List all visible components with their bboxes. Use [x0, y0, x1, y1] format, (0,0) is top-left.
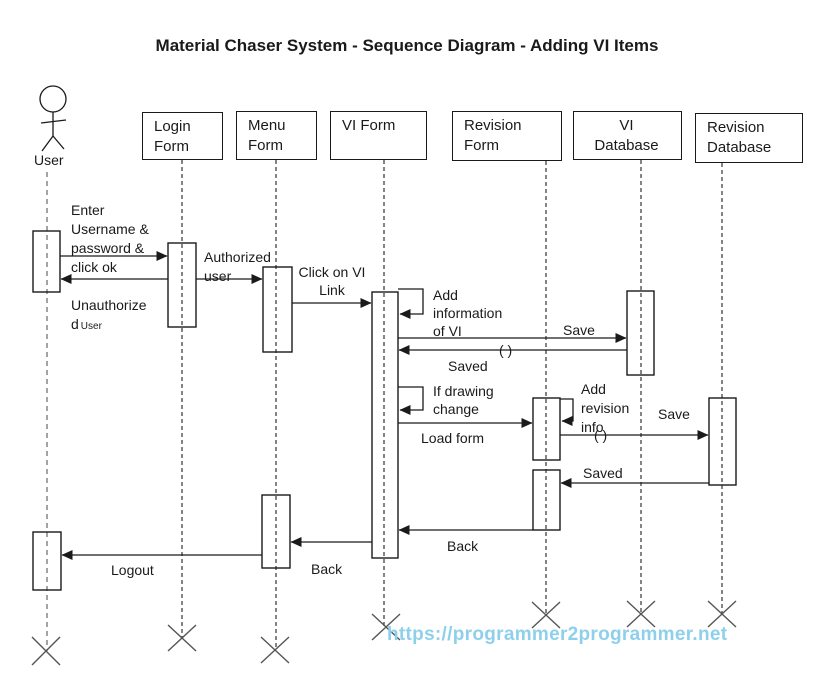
message-save-vi: Save — [563, 322, 595, 338]
message-saved-vi: Saved — [448, 358, 488, 374]
self-message-add-information — [398, 288, 424, 319]
activation-vi-form — [371, 291, 399, 559]
message-back-to-menu: Back — [311, 561, 343, 577]
destroy-x-revision-database — [707, 600, 737, 628]
activation-revision-form-2 — [532, 469, 561, 531]
activation-user-1 — [32, 230, 61, 293]
self-message-if-drawing-change — [398, 386, 424, 415]
diagram-title: Material Chaser System - Sequence Diagra… — [155, 36, 659, 55]
activation-menu-form-2 — [261, 494, 291, 569]
participant-revision-database: Revision Database — [695, 113, 803, 163]
self-message-add-revision-info — [560, 398, 574, 426]
watermark-url: https://programmer2programmer.net — [387, 624, 728, 645]
message-back-to-vi: Back — [447, 538, 479, 554]
destroy-x-login-form — [167, 624, 197, 652]
message-if-drawing-change: If drawing change — [433, 383, 494, 417]
actor-user-figure — [39, 85, 67, 152]
activation-login-form — [167, 242, 197, 328]
message-load-form: Load form — [421, 430, 485, 446]
activation-vi-database — [626, 290, 655, 376]
participant-login-form: Login Form — [142, 112, 223, 160]
activation-revision-form-1 — [532, 397, 561, 461]
message-parens-vi: ( ) — [499, 342, 513, 358]
destroy-x-revision-form — [531, 601, 561, 629]
message-add-revision-info: Add revision info — [581, 381, 630, 435]
participant-vi-database: VI Database — [573, 111, 682, 160]
actor-user-label: User — [34, 152, 64, 168]
unauthorized-part-3: User — [80, 321, 102, 332]
message-authorized-user: Authorized user — [204, 249, 271, 284]
destroy-x-menu-form — [260, 636, 290, 664]
message-enter-credentials: Enter Username & password & click ok — [71, 202, 149, 275]
activation-menu-form-1 — [262, 266, 293, 353]
destroy-x-user — [31, 636, 61, 666]
message-logout: Logout — [111, 562, 154, 578]
unauthorized-part-1: Unauthorize — [71, 297, 147, 313]
activation-user-2 — [32, 531, 62, 591]
unauthorized-part-2: d — [71, 316, 79, 332]
destroy-x-vi-form — [371, 613, 401, 641]
message-save-revision: Save — [658, 406, 690, 422]
activation-revision-database — [708, 397, 737, 486]
message-click-vi-link: Click on VI Link — [298, 264, 366, 298]
participant-revision-form: Revision Form — [452, 111, 562, 161]
participant-vi-form: VI Form — [330, 111, 427, 160]
message-saved-revision: Saved — [583, 465, 623, 481]
destroy-x-vi-database — [626, 600, 656, 628]
message-parens-revision: ( ) — [594, 427, 608, 443]
message-add-information: Add information of VI — [433, 287, 503, 339]
participant-menu-form: Menu Form — [236, 111, 317, 160]
